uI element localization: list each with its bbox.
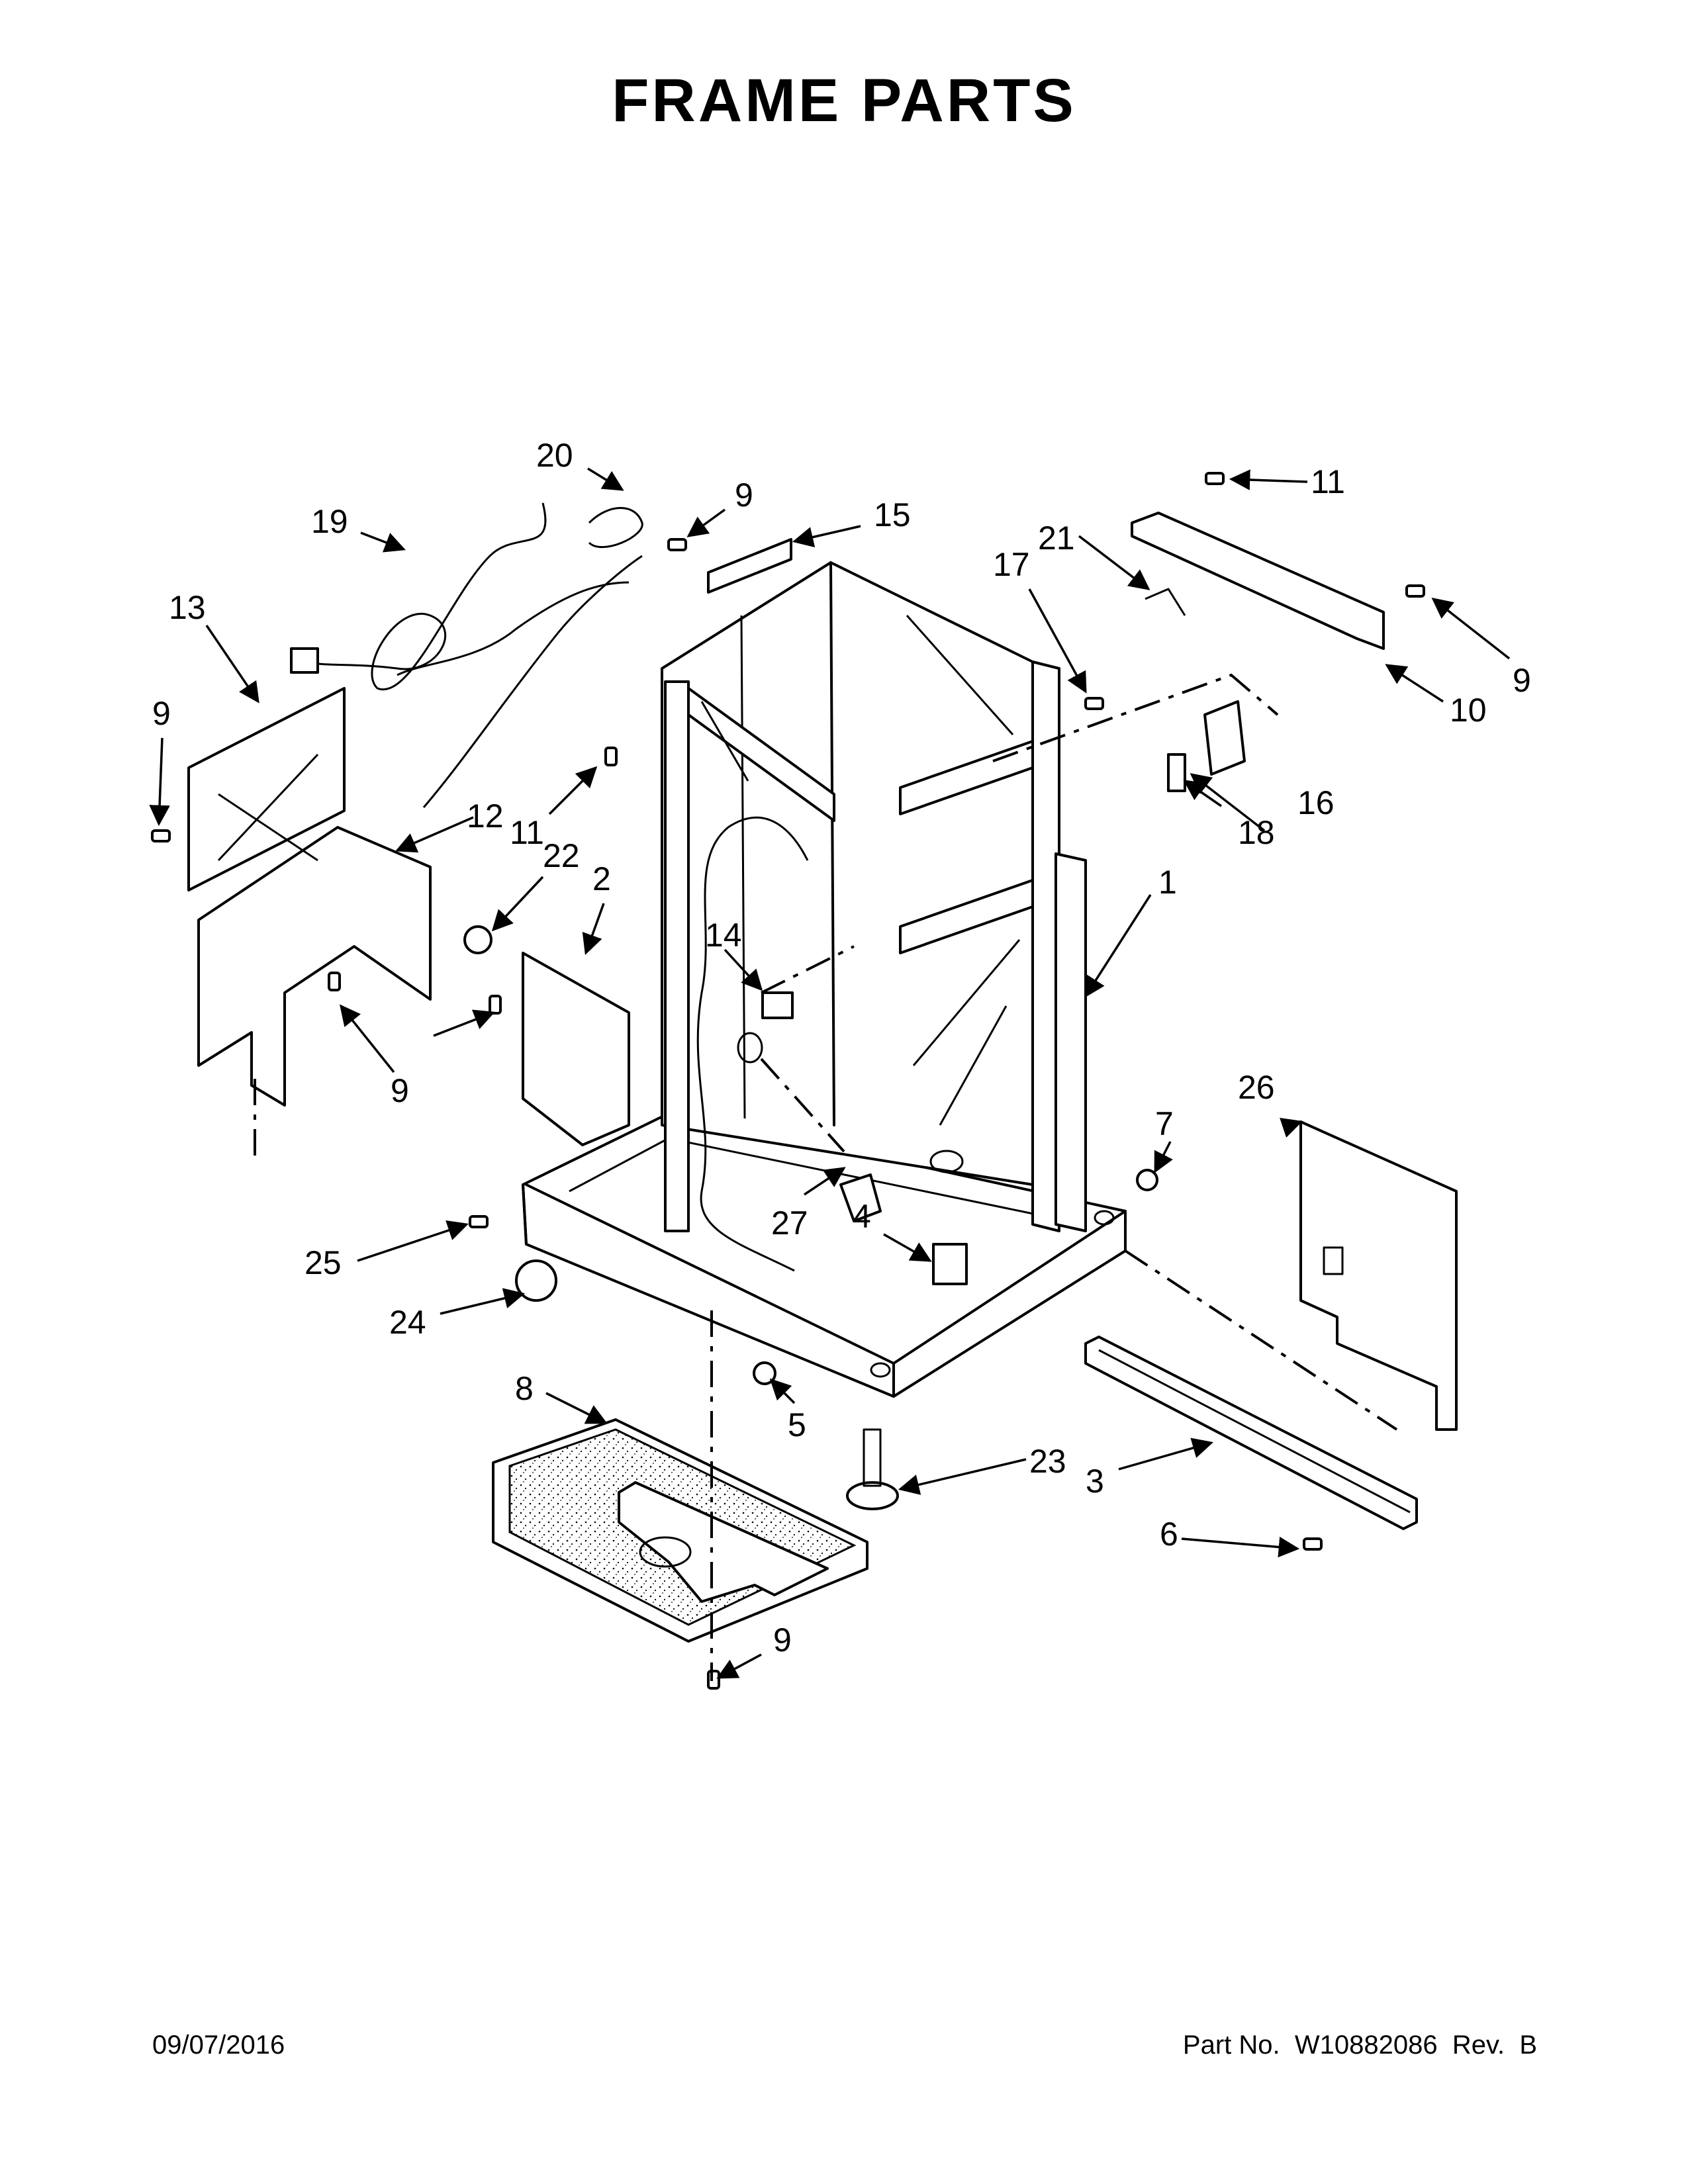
callout-24: 24 — [389, 1304, 426, 1341]
callout-6: 6 — [1160, 1516, 1178, 1553]
callout-26: 26 — [1238, 1069, 1275, 1106]
page-title: FRAME PARTS — [612, 67, 1076, 134]
callout-9-top: 9 — [735, 477, 753, 514]
toe-kick — [1084, 1336, 1418, 1530]
motor-connector — [932, 1243, 968, 1285]
callout-13: 13 — [169, 589, 206, 626]
nut-7 — [1136, 1169, 1158, 1191]
callout-27: 27 — [771, 1205, 808, 1242]
clip-21 — [1145, 588, 1186, 616]
ground-wire — [588, 507, 643, 548]
callout-17: 17 — [993, 546, 1030, 583]
callout-labels: 1 2 3 4 5 6 7 8 9 9 9 9 9 9 10 11 11 12 … — [152, 437, 1531, 1659]
callout-16: 16 — [1297, 784, 1335, 821]
switch — [761, 991, 794, 1019]
x-bracket-plate — [187, 687, 346, 891]
callout-4: 4 — [853, 1198, 871, 1235]
footer-date: 09/07/2016 — [152, 2030, 285, 2060]
grommet-22 — [463, 925, 492, 954]
leveling-foot — [846, 1481, 899, 1510]
callout-9-right: 9 — [1513, 662, 1531, 699]
revision: Rev. B — [1452, 2030, 1537, 2060]
boot-grommet — [839, 1173, 882, 1222]
bracket-18 — [1167, 753, 1186, 792]
assembly-lines — [254, 673, 1398, 1681]
caster-wheel — [515, 1259, 557, 1302]
callout-21: 21 — [1038, 520, 1075, 557]
heat-shield — [522, 952, 630, 1146]
callout-1: 1 — [1158, 864, 1177, 901]
top-bracket — [707, 538, 792, 594]
bracket-16 — [1203, 700, 1246, 776]
callout-18: 18 — [1238, 814, 1275, 851]
part-label: Part No. — [1182, 2030, 1280, 2060]
electrical-cover — [197, 826, 432, 1107]
rear-panel — [1299, 1120, 1458, 1431]
callout-19: 19 — [311, 503, 348, 540]
footer-part-number: Part No. W10882086 Rev. B — [1183, 2030, 1537, 2060]
part-number: W10882086 — [1294, 2030, 1438, 2060]
leader-lines — [149, 467, 1511, 1679]
callout-22: 22 — [543, 837, 580, 874]
callout-25: 25 — [305, 1244, 342, 1281]
screws — [151, 472, 1425, 1690]
callout-3: 3 — [1086, 1463, 1104, 1500]
callout-20: 20 — [536, 437, 573, 474]
cabinet-frame — [522, 561, 1127, 1398]
callout-7: 7 — [1155, 1105, 1174, 1142]
callout-15: 15 — [874, 496, 911, 533]
callout-9-left: 9 — [152, 695, 171, 732]
callout-5: 5 — [788, 1406, 806, 1443]
callout-8: 8 — [515, 1370, 534, 1407]
callout-11-top: 11 — [1311, 463, 1345, 500]
callout-10: 10 — [1450, 692, 1487, 729]
callout-9-cover-left: 9 — [391, 1072, 409, 1109]
rail-10 — [1131, 512, 1385, 650]
wire-harness — [290, 502, 643, 808]
callout-14: 14 — [705, 917, 742, 954]
small-parts — [463, 507, 1385, 1510]
base-pan — [492, 1418, 868, 1643]
callout-11-mid: 11 — [510, 814, 544, 851]
callout-2: 2 — [592, 860, 611, 897]
callout-23: 23 — [1029, 1443, 1066, 1480]
callout-12: 12 — [467, 797, 504, 835]
callout-9-bottom: 9 — [773, 1621, 792, 1659]
